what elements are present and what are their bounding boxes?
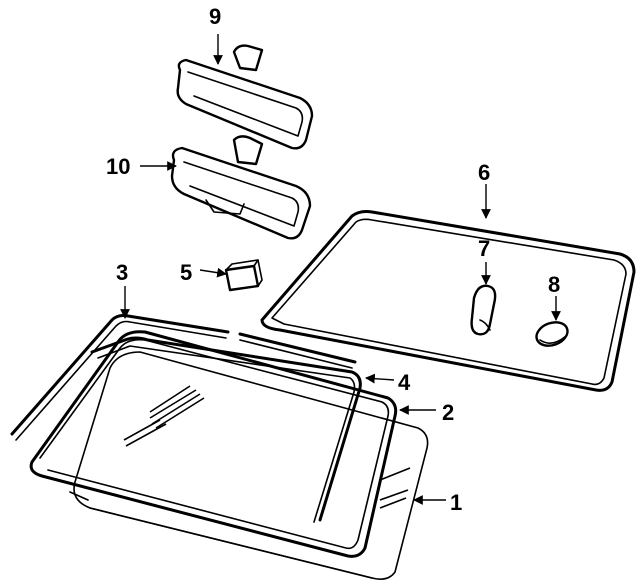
callout-6: 6 bbox=[478, 160, 490, 185]
rear-view-mirror-10 bbox=[170, 135, 312, 240]
windshield-seal bbox=[29, 330, 398, 558]
callout-10: 10 bbox=[106, 154, 130, 179]
pad-part bbox=[535, 321, 569, 347]
windshield-glass bbox=[69, 351, 429, 580]
mirror-bracket bbox=[224, 259, 263, 292]
glass-reflection-hatch bbox=[123, 385, 411, 509]
callout-8: 8 bbox=[548, 272, 560, 297]
callout-2: 2 bbox=[442, 400, 454, 425]
rear-view-mirror-9 bbox=[176, 44, 314, 150]
leader-lines bbox=[120, 34, 561, 505]
callout-4: 4 bbox=[398, 370, 411, 395]
callout-9: 9 bbox=[209, 4, 221, 29]
callout-5: 5 bbox=[180, 260, 192, 285]
back-glass-seal bbox=[260, 210, 636, 392]
clip-part bbox=[470, 284, 497, 336]
reveal-molding bbox=[90, 336, 362, 523]
callout-1: 1 bbox=[450, 490, 462, 515]
callout-3: 3 bbox=[116, 260, 128, 285]
callout-7: 7 bbox=[478, 236, 490, 261]
